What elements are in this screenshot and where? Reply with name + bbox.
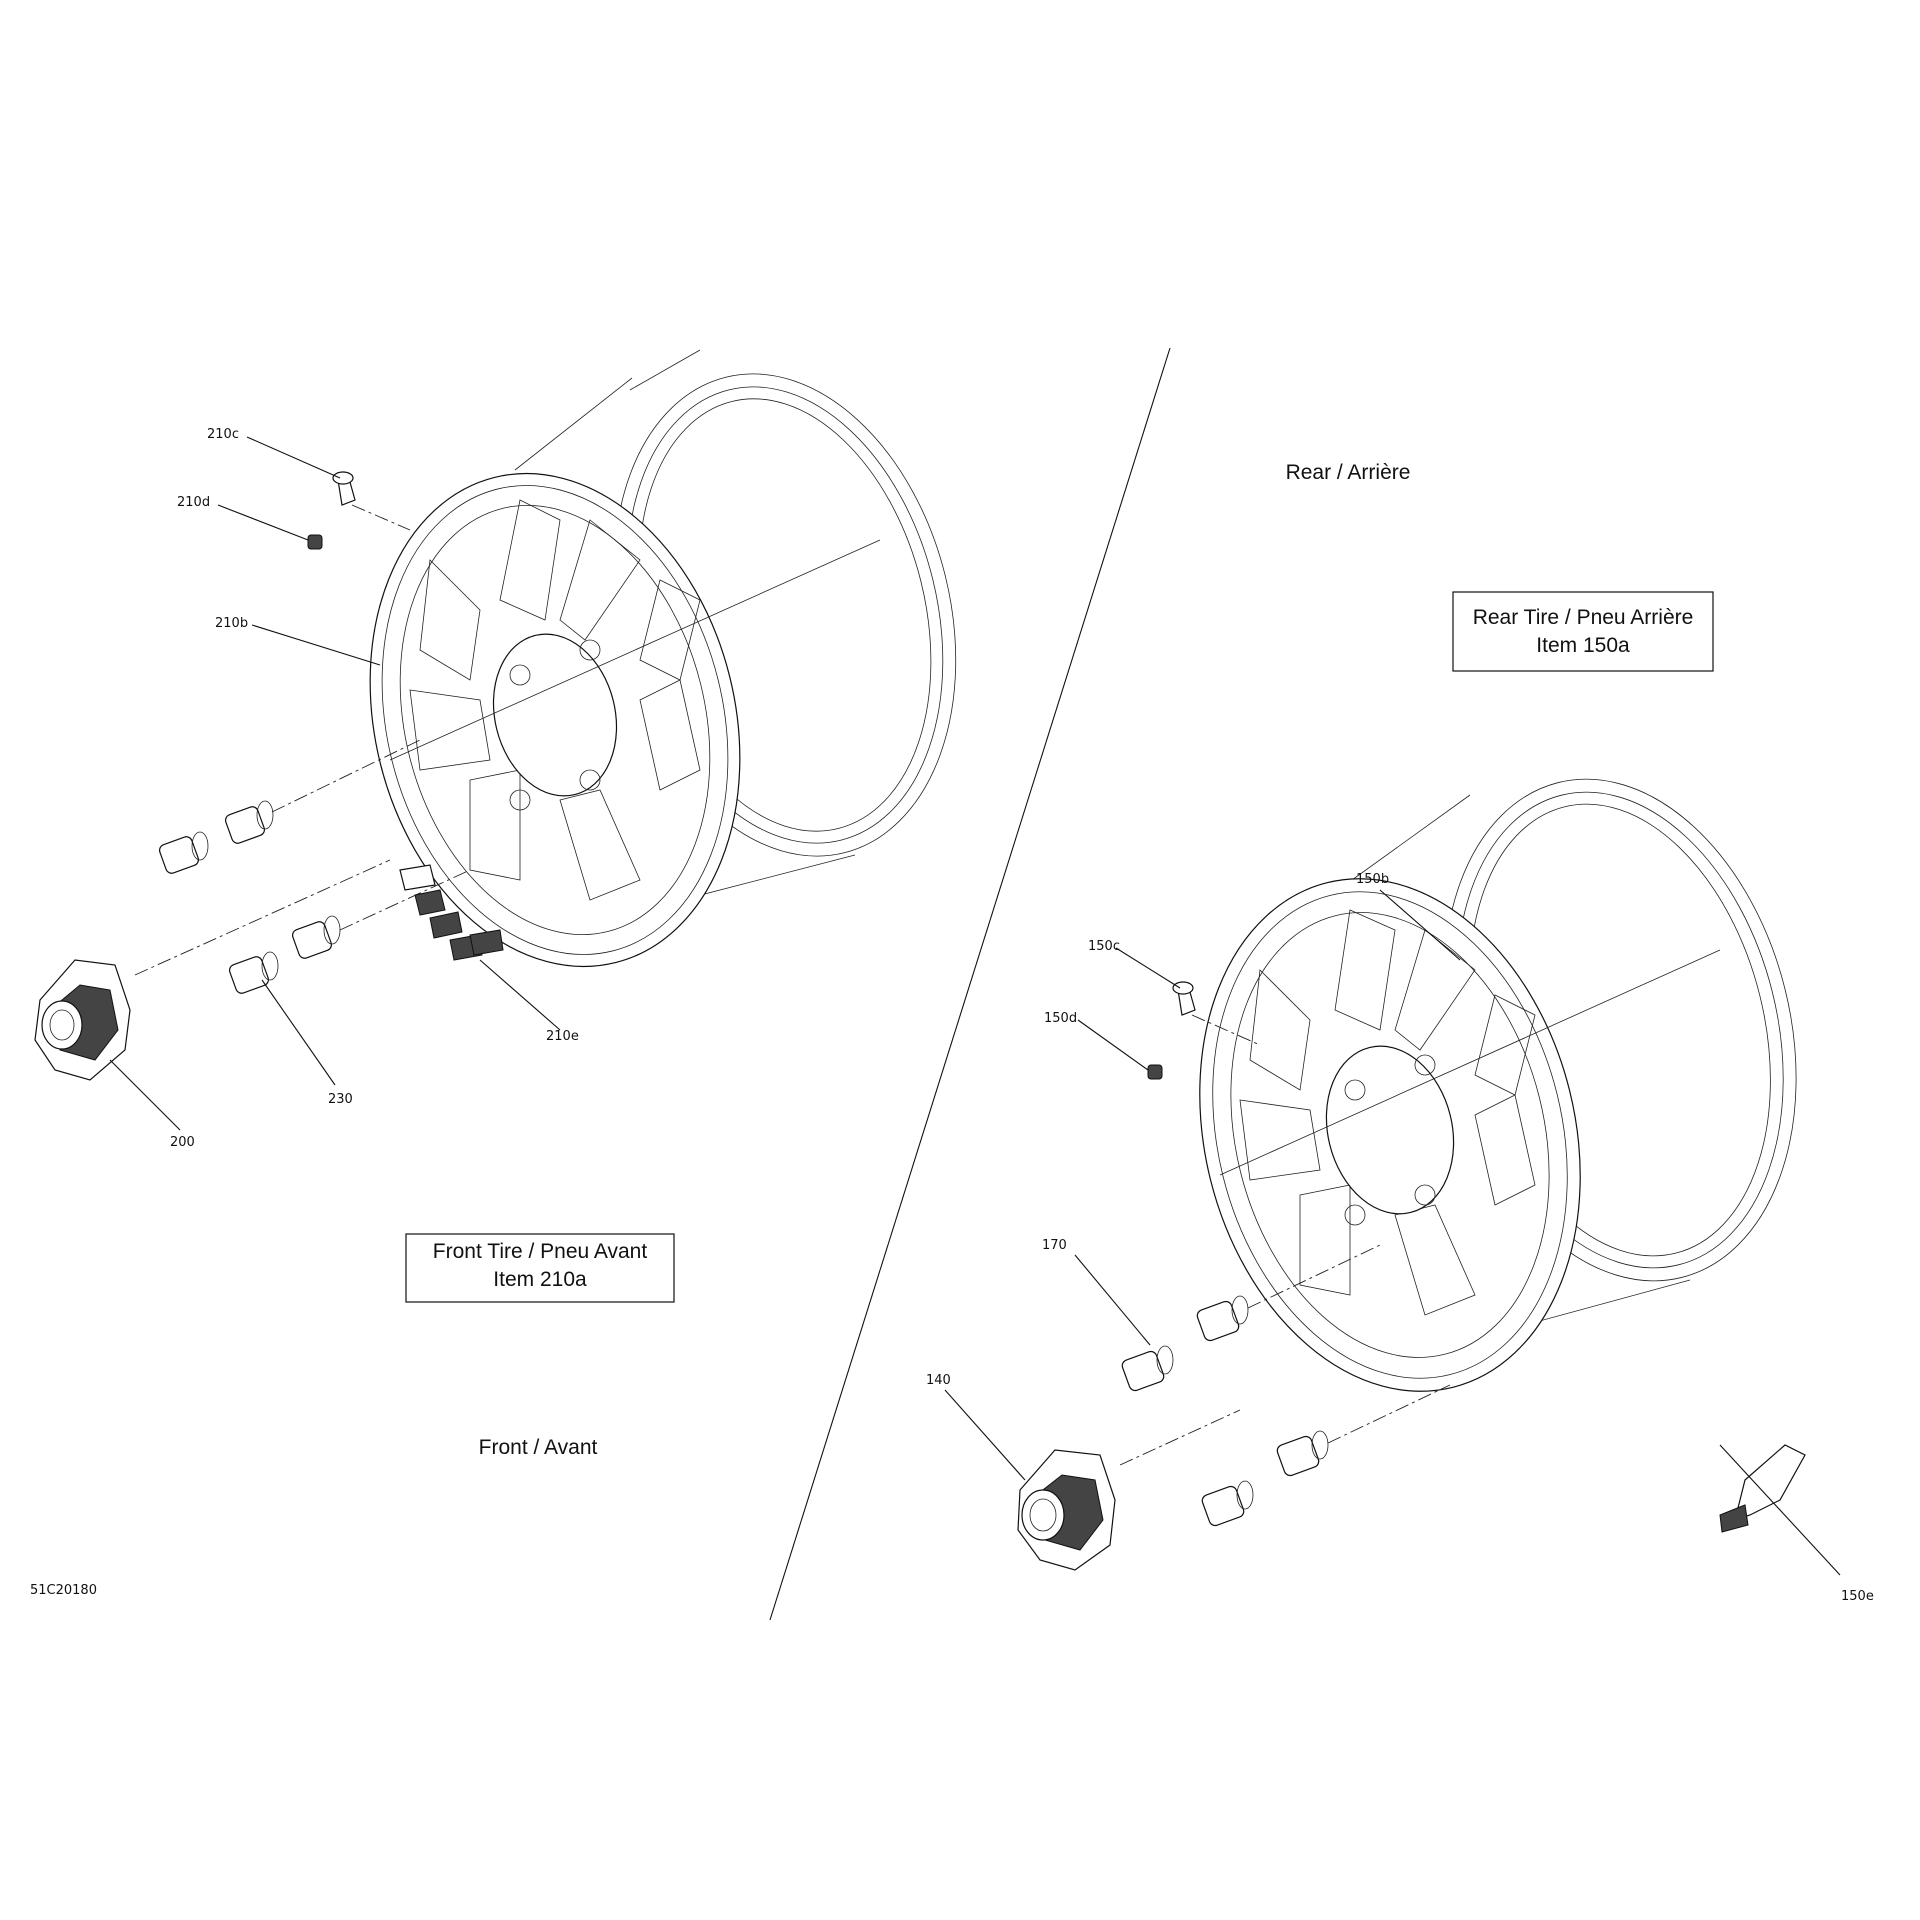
rear-valve-cap-150d xyxy=(1147,1064,1163,1080)
callout-230: 230 xyxy=(328,1092,353,1107)
callout-210d: 210d xyxy=(177,495,210,510)
rear-hub-cap-140 xyxy=(1017,1409,1241,1571)
callout-210e: 210e xyxy=(546,1029,579,1044)
front-valve-cap-210d xyxy=(307,534,323,550)
callout-210b: 210b xyxy=(215,616,248,631)
front-hub-cap-200 xyxy=(34,859,391,1081)
rear-wheel-weight-150e xyxy=(1719,1444,1806,1533)
rear-tire-box-line2: Item 150a xyxy=(1536,634,1630,657)
front-tire-box-line2: Item 210a xyxy=(493,1268,587,1291)
rear-tire-box-line1: Rear Tire / Pneu Arrière xyxy=(1473,606,1694,629)
front-valve-stem-210c xyxy=(332,471,411,531)
callout-150d: 150d xyxy=(1044,1011,1077,1026)
callout-150c: 150c xyxy=(1088,939,1120,954)
callout-150e: 150e xyxy=(1841,1589,1874,1604)
callout-210c: 210c xyxy=(207,427,239,442)
front-leader-lines xyxy=(109,436,561,1131)
front-tire-box-line1: Front Tire / Pneu Avant xyxy=(433,1240,648,1263)
front-tire-box: Front Tire / Pneu Avant Item 210a xyxy=(405,1233,675,1303)
front-wheel-210b xyxy=(369,349,957,968)
rear-lug-nuts-170 xyxy=(1121,1244,1451,1527)
front-wheel-weights-210e xyxy=(399,864,504,961)
callout-150b: 150b xyxy=(1356,872,1389,887)
rear-leader-lines xyxy=(944,889,1841,1576)
callout-170: 170 xyxy=(1042,1238,1067,1253)
diagram-id: 51C20180 xyxy=(30,1583,97,1598)
callout-140: 140 xyxy=(926,1373,951,1388)
front-section-label: Front / Avant xyxy=(479,1436,598,1459)
rear-wheel-150b xyxy=(1199,778,1797,1392)
front-lug-nuts-230 xyxy=(158,739,471,994)
rear-tire-box: Rear Tire / Pneu Arrière Item 150a xyxy=(1452,591,1714,672)
callout-200: 200 xyxy=(170,1135,195,1150)
section-divider xyxy=(769,347,1171,1621)
rear-valve-stem-150c xyxy=(1172,981,1261,1046)
rear-section-label: Rear / Arrière xyxy=(1286,461,1411,484)
